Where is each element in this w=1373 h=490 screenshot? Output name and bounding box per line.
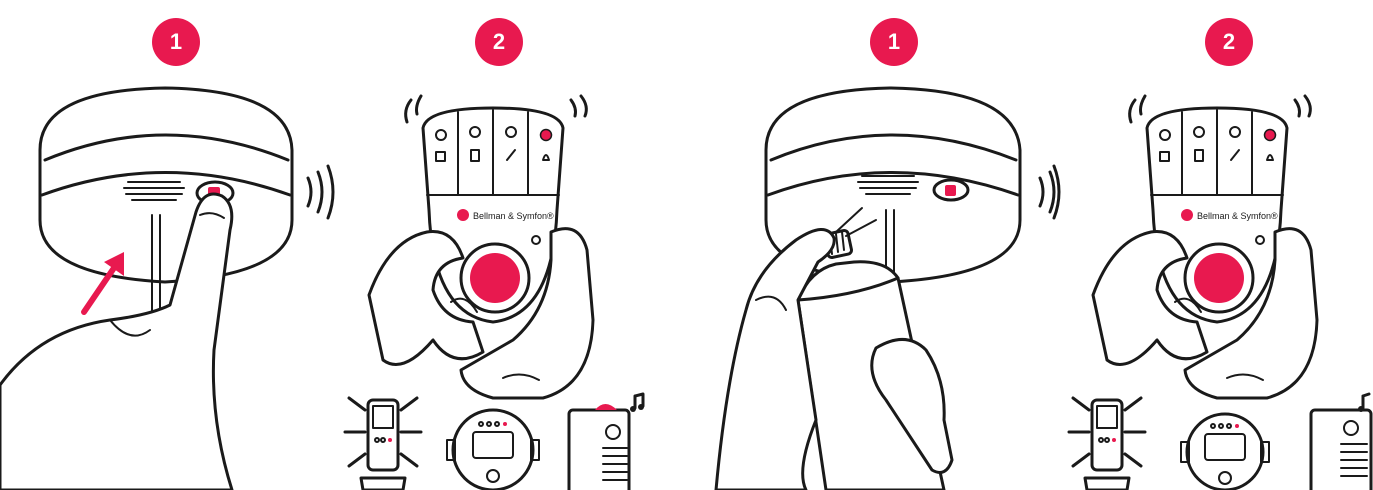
step-panel-1: 1 xyxy=(0,0,343,490)
smoke-detector-test-illustration xyxy=(0,0,343,490)
receiver-icon: Bellman & Symfon® xyxy=(423,108,563,322)
svg-text:Bellman & Symfon®: Bellman & Symfon® xyxy=(1197,211,1278,221)
svg-text:Bellman & Symfon®: Bellman & Symfon® xyxy=(473,211,554,221)
receiver-vibration-illustration: Bellman & Symfon® xyxy=(343,0,686,490)
aerosol-test-illustration xyxy=(686,0,1029,490)
bed-shaker-icon xyxy=(1311,410,1371,490)
bed-shaker-icon xyxy=(569,404,629,490)
receiver-vibration-illustration: Bellman & Symfon® xyxy=(1029,0,1372,490)
smoke-detector-icon xyxy=(40,88,292,320)
alarm-clock-icon xyxy=(1181,414,1269,490)
step-panel-3: 1 xyxy=(686,0,1029,490)
alarm-clock-icon xyxy=(447,410,539,490)
flash-unit-icon xyxy=(345,398,421,490)
step-panel-4: 2 Bellman & Symfon® xyxy=(1029,0,1372,490)
receiver-icon: Bellman & Symfon® xyxy=(1147,108,1287,322)
flash-unit-icon xyxy=(1069,398,1145,490)
step-panel-2: 2 Bellman & xyxy=(343,0,686,490)
music-note-icon xyxy=(1363,394,1369,408)
